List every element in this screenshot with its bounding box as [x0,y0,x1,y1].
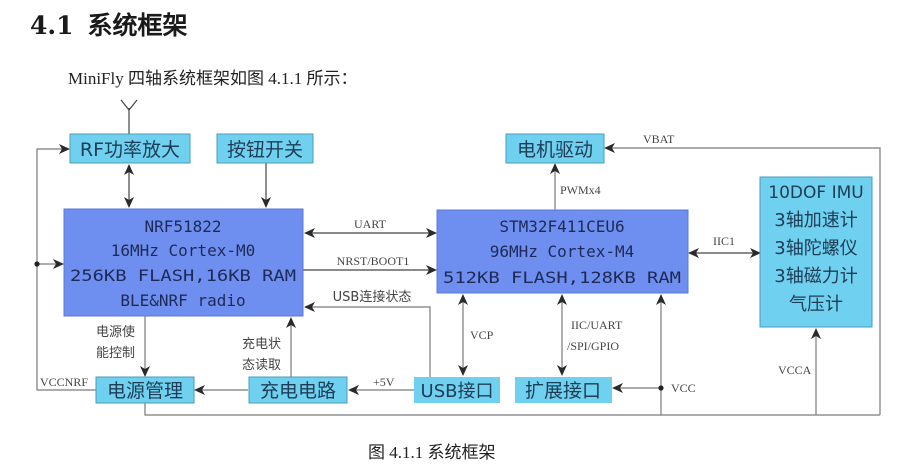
nrf-line-1: NRF51822 [144,217,221,236]
block-button-switch: 按钮开关 [216,133,314,164]
block-stm32f411: STM32F411CEU6 96MHz Cortex-M4 512KB FLAS… [436,209,689,294]
block-charger: 充电电路 [248,376,348,404]
section-number: 4.1 [30,11,74,40]
label-power-enable-2: 能控制 [96,346,135,361]
block-rf-amplifier: RF功率放大 [69,133,191,164]
label-vccnrf: VCCNRF [40,375,88,389]
label-power-enable-1: 电源使 [96,324,135,340]
imu-line-5: 气压计 [789,294,843,315]
arrow-head [59,144,70,154]
block-power-management: 电源管理 [95,376,195,404]
imu-line-3: 3轴陀螺仪 [774,238,857,259]
label-expansion-bus-1: IIC/UART [571,318,623,332]
nrf-line-3: 256KB FLASH,16KB RAM [70,266,296,285]
label-usb-status: USB连接状态 [333,289,412,305]
block-nrf51822: NRF51822 16MHz Cortex-M0 256KB FLASH,16K… [63,208,304,317]
nrf-line-4: BLE&NRF radio [120,291,245,310]
label-vcc: VCC [671,381,696,395]
label-expansion-bus-2: /SPI/GPIO [567,339,619,353]
block-motor-driver: 电机驱动 [505,133,605,164]
label-iic1: IIC1 [713,234,735,248]
antenna-icon [120,99,138,134]
arrow-head [53,259,64,269]
label-vcca: VCCA [778,363,812,377]
block-usb-port: USB接口 [414,377,500,403]
block-label: USB接口 [421,381,494,402]
label-vcp: VCP [470,328,494,342]
section-heading: 4.1 系统框架 [30,6,188,42]
label-pwm: PWMx4 [560,183,601,197]
block-label: RF功率放大 [80,139,180,161]
label-vbat: VBAT [643,132,675,146]
intro-paragraph: MiniFly 四轴系统框架如图 4.1.1 所示： [68,69,358,88]
label-charge-status-1: 充电状 [242,336,281,352]
block-label: 按钮开关 [227,139,303,161]
block-imu: 10DOF IMU 3轴加速计 3轴陀螺仪 3轴磁力计 气压计 [759,176,873,328]
imu-line-1: 10DOF IMU [768,183,863,203]
label-plus5v: +5V [373,375,395,389]
block-expansion-port: 扩展接口 [515,377,612,403]
stm-line-2: 96MHz Cortex-M4 [490,242,635,261]
label-uart: UART [354,217,387,231]
stm-line-3: 512KB FLASH,128KB RAM [443,268,681,287]
label-charge-status-2: 态读取 [242,358,281,373]
block-label: 扩展接口 [525,380,601,402]
vccnrf-wire [36,148,96,391]
label-nrst-boot1: NRST/BOOT1 [337,254,410,268]
block-label: 电源管理 [107,380,183,402]
imu-line-2: 3轴加速计 [774,210,857,231]
block-label: 充电电路 [260,380,336,402]
nrf-line-2: 16MHz Cortex-M0 [111,241,256,260]
imu-line-4: 3轴磁力计 [774,266,857,287]
block-label: 电机驱动 [517,139,593,161]
stm-line-1: STM32F411CEU6 [499,217,624,236]
section-title: 系统框架 [87,11,188,40]
figure-caption: 图 4.1.1 系统框架 [368,443,496,462]
junction-dot [34,261,40,267]
